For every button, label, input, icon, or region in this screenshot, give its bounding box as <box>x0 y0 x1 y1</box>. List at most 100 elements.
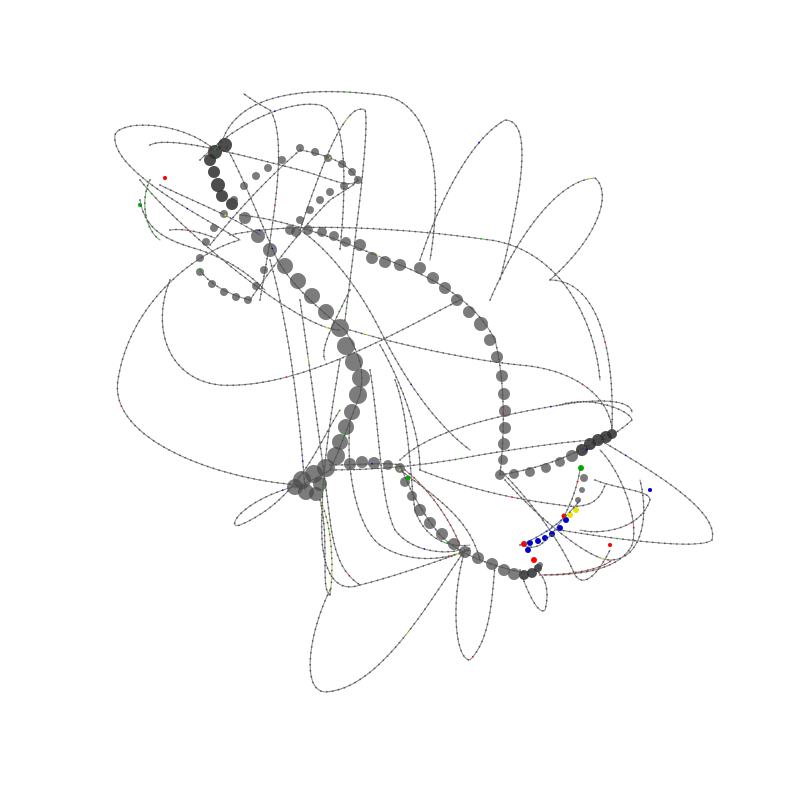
edge-dot <box>196 213 199 216</box>
edge-dot <box>398 641 401 644</box>
edge-dot <box>687 543 690 545</box>
edge-dot <box>499 278 502 280</box>
edge-dot <box>596 217 599 220</box>
edge-dot <box>346 294 349 297</box>
edge-dot <box>435 557 438 559</box>
edge-dot <box>182 243 185 246</box>
edge-dot <box>301 291 304 294</box>
edge-dot <box>319 365 322 368</box>
edge-dot <box>516 201 518 204</box>
edge-dot <box>292 376 295 379</box>
edge-dot <box>291 241 294 243</box>
edge-dot <box>578 248 581 250</box>
edge-dot <box>148 225 151 228</box>
edge-dot <box>457 548 459 550</box>
edge-dot <box>588 503 590 505</box>
edge-dot <box>364 346 366 349</box>
edge-dot <box>181 204 184 207</box>
edge-dot <box>328 430 330 432</box>
edge-dot <box>583 317 586 320</box>
edge-dot <box>349 169 352 172</box>
edge-dot <box>194 136 196 138</box>
edge-dot <box>244 203 246 205</box>
edge-dot <box>594 440 597 443</box>
graph-node <box>566 450 578 462</box>
graph-node <box>498 438 510 450</box>
edge-dot <box>209 145 212 148</box>
graph-node <box>407 491 417 501</box>
edge-dot <box>320 233 323 236</box>
edge-dot <box>323 466 326 468</box>
edge-dot <box>349 114 352 116</box>
edge-dot <box>576 289 579 291</box>
edge-dot <box>413 427 416 429</box>
edge-dot <box>383 488 386 490</box>
edge-dot <box>175 228 177 231</box>
edge-dot <box>480 237 482 240</box>
edge-dot <box>379 94 381 96</box>
edge-dot <box>256 216 259 219</box>
edge-dot <box>166 194 169 197</box>
edge-dot <box>329 157 331 159</box>
edge-dot <box>304 232 306 235</box>
edge-dot <box>197 201 200 204</box>
edge-dot <box>525 586 528 588</box>
graph-node <box>345 353 363 371</box>
edge-dot <box>457 578 460 581</box>
edge-dot <box>599 324 601 326</box>
edge-dot <box>260 101 263 104</box>
edge-dot <box>168 349 171 351</box>
edge-dot <box>395 463 397 466</box>
edge-dot <box>554 274 556 277</box>
edge-dot <box>580 452 583 455</box>
edge-dot <box>221 288 224 291</box>
edge-dot <box>585 549 587 552</box>
edge-dot <box>181 270 184 273</box>
edge-dot <box>457 558 460 561</box>
edge-dot <box>284 323 286 326</box>
edge-dot <box>558 277 561 280</box>
edge-dot <box>562 266 565 268</box>
edge-dot <box>468 424 470 426</box>
edge-dot <box>383 338 386 341</box>
edge-dot <box>335 316 338 318</box>
edge-dot <box>464 549 467 552</box>
edge-dot <box>304 316 306 319</box>
edge-dot <box>591 228 594 230</box>
edge-dot <box>583 179 585 182</box>
edge-dot <box>609 370 611 373</box>
edge-dot <box>490 128 493 131</box>
edge-dot <box>527 591 530 594</box>
edge-dot <box>510 256 512 258</box>
edge-dot <box>408 230 411 233</box>
edge-dot <box>114 139 116 142</box>
graph-node <box>327 447 345 465</box>
edge-dot <box>283 304 286 307</box>
edge-dot <box>372 227 375 230</box>
edge-dot <box>555 279 557 282</box>
edge-dot <box>423 548 426 550</box>
graph-edge <box>116 239 301 486</box>
edge-dot <box>282 494 285 497</box>
edge-dot <box>705 541 708 544</box>
edge-dot <box>229 234 231 236</box>
edge-dot <box>428 314 431 317</box>
edge-dot <box>155 295 158 298</box>
graph-node <box>331 319 349 337</box>
edge-dot <box>545 264 548 267</box>
graph-node <box>220 210 228 218</box>
edge-dot <box>362 300 365 302</box>
edge-dot <box>499 493 502 496</box>
edge-dot <box>260 159 263 162</box>
edge-dot <box>567 402 570 405</box>
edge-dot <box>447 541 450 544</box>
edge-dot <box>343 434 346 437</box>
edge-dot <box>341 145 343 148</box>
graph-node <box>352 369 370 387</box>
edge-dot <box>317 178 319 180</box>
edge-dot <box>354 227 357 229</box>
edge-dot <box>581 243 584 246</box>
edge-dot <box>545 462 548 465</box>
edge-dot <box>584 446 587 449</box>
edge-dot <box>341 584 344 587</box>
